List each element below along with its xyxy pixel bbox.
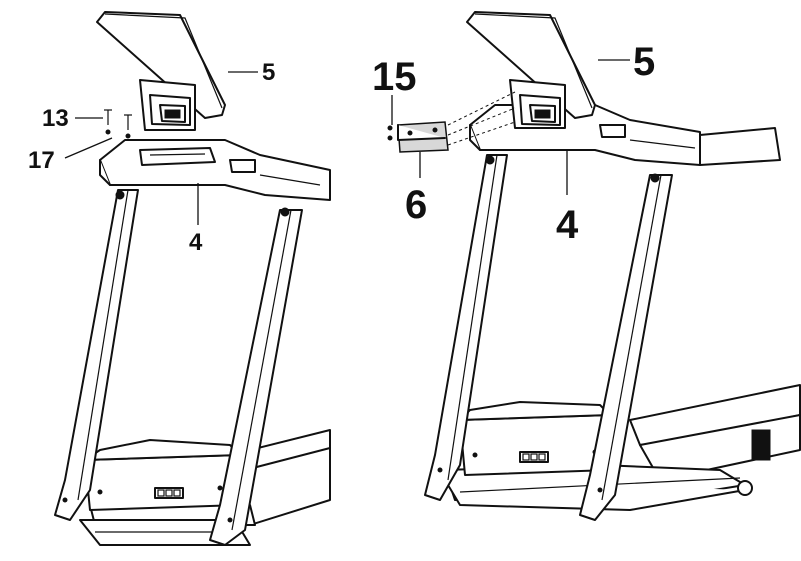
part-label-4-left: 4 [189, 229, 203, 256]
part-label-6: 6 [405, 183, 427, 227]
part-label-5-right: 5 [633, 40, 655, 84]
left-display-console [96, 11, 226, 131]
part-label-17: 17 [28, 147, 55, 174]
part-label-15: 15 [372, 55, 417, 99]
right-treadmill-view: 5 15 6 4 [372, 11, 801, 521]
left-uprights [54, 189, 303, 546]
part-label-5-left: 5 [262, 59, 275, 86]
right-uprights [424, 154, 673, 521]
left-treadmill-view: 5 13 17 4 [28, 11, 331, 546]
part-label-4-right: 4 [556, 203, 579, 247]
part-label-13: 13 [42, 105, 69, 132]
left-labels: 5 13 17 4 [28, 59, 275, 256]
left-screws [104, 109, 132, 139]
right-cover-bracket [387, 91, 516, 153]
right-display-console [466, 11, 596, 129]
left-deck [79, 429, 331, 546]
right-labels: 5 15 6 4 [372, 40, 655, 247]
left-console-bar [99, 139, 331, 201]
